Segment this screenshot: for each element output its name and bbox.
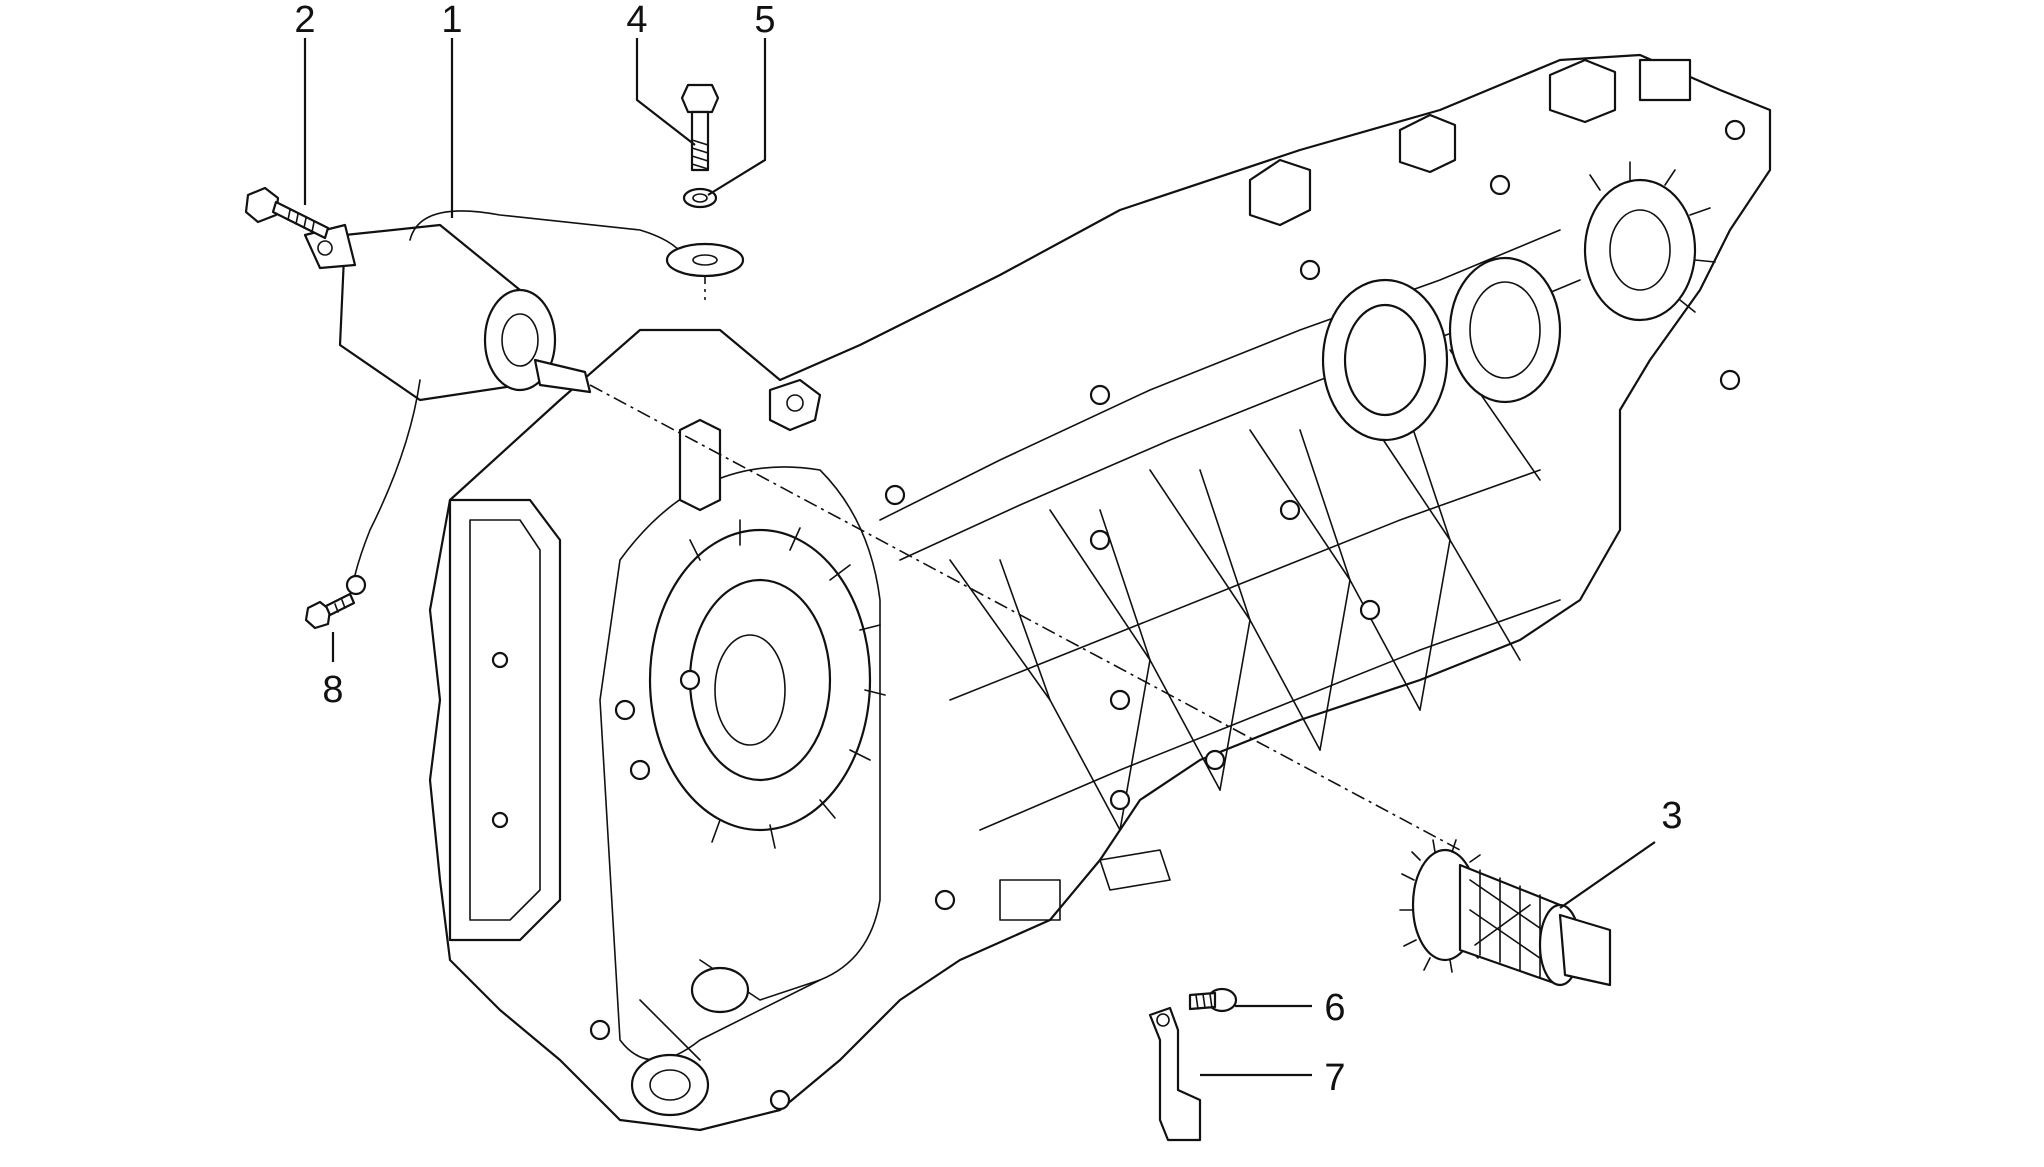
callout-8: 8 [322, 669, 343, 711]
leader-3 [1559, 841, 1656, 909]
callout-4: 4 [626, 0, 647, 41]
crankcase-housing [428, 53, 1772, 1132]
leader-4 [635, 38, 696, 146]
mounting-bolt [244, 186, 330, 240]
callout-1: 1 [441, 0, 462, 41]
leader-5 [707, 38, 767, 196]
hex-bolt [680, 83, 720, 172]
assembly-axis-starter [589, 384, 1461, 851]
callout-3: 3 [1661, 795, 1682, 837]
leader-lines [303, 38, 1656, 1077]
starter-gear [1399, 839, 1612, 987]
callout-2: 2 [294, 0, 315, 41]
callout-6: 6 [1324, 987, 1345, 1029]
callout-labels: 1 2 3 4 5 6 7 8 [294, 0, 1682, 1099]
cable-screw [304, 592, 356, 630]
washers [665, 187, 745, 278]
bolt-holes [491, 119, 1746, 1111]
callout-7: 7 [1324, 1057, 1345, 1099]
bracket-plate [1148, 1006, 1202, 1142]
callout-5: 5 [754, 0, 775, 41]
bracket-screw [1188, 987, 1238, 1013]
